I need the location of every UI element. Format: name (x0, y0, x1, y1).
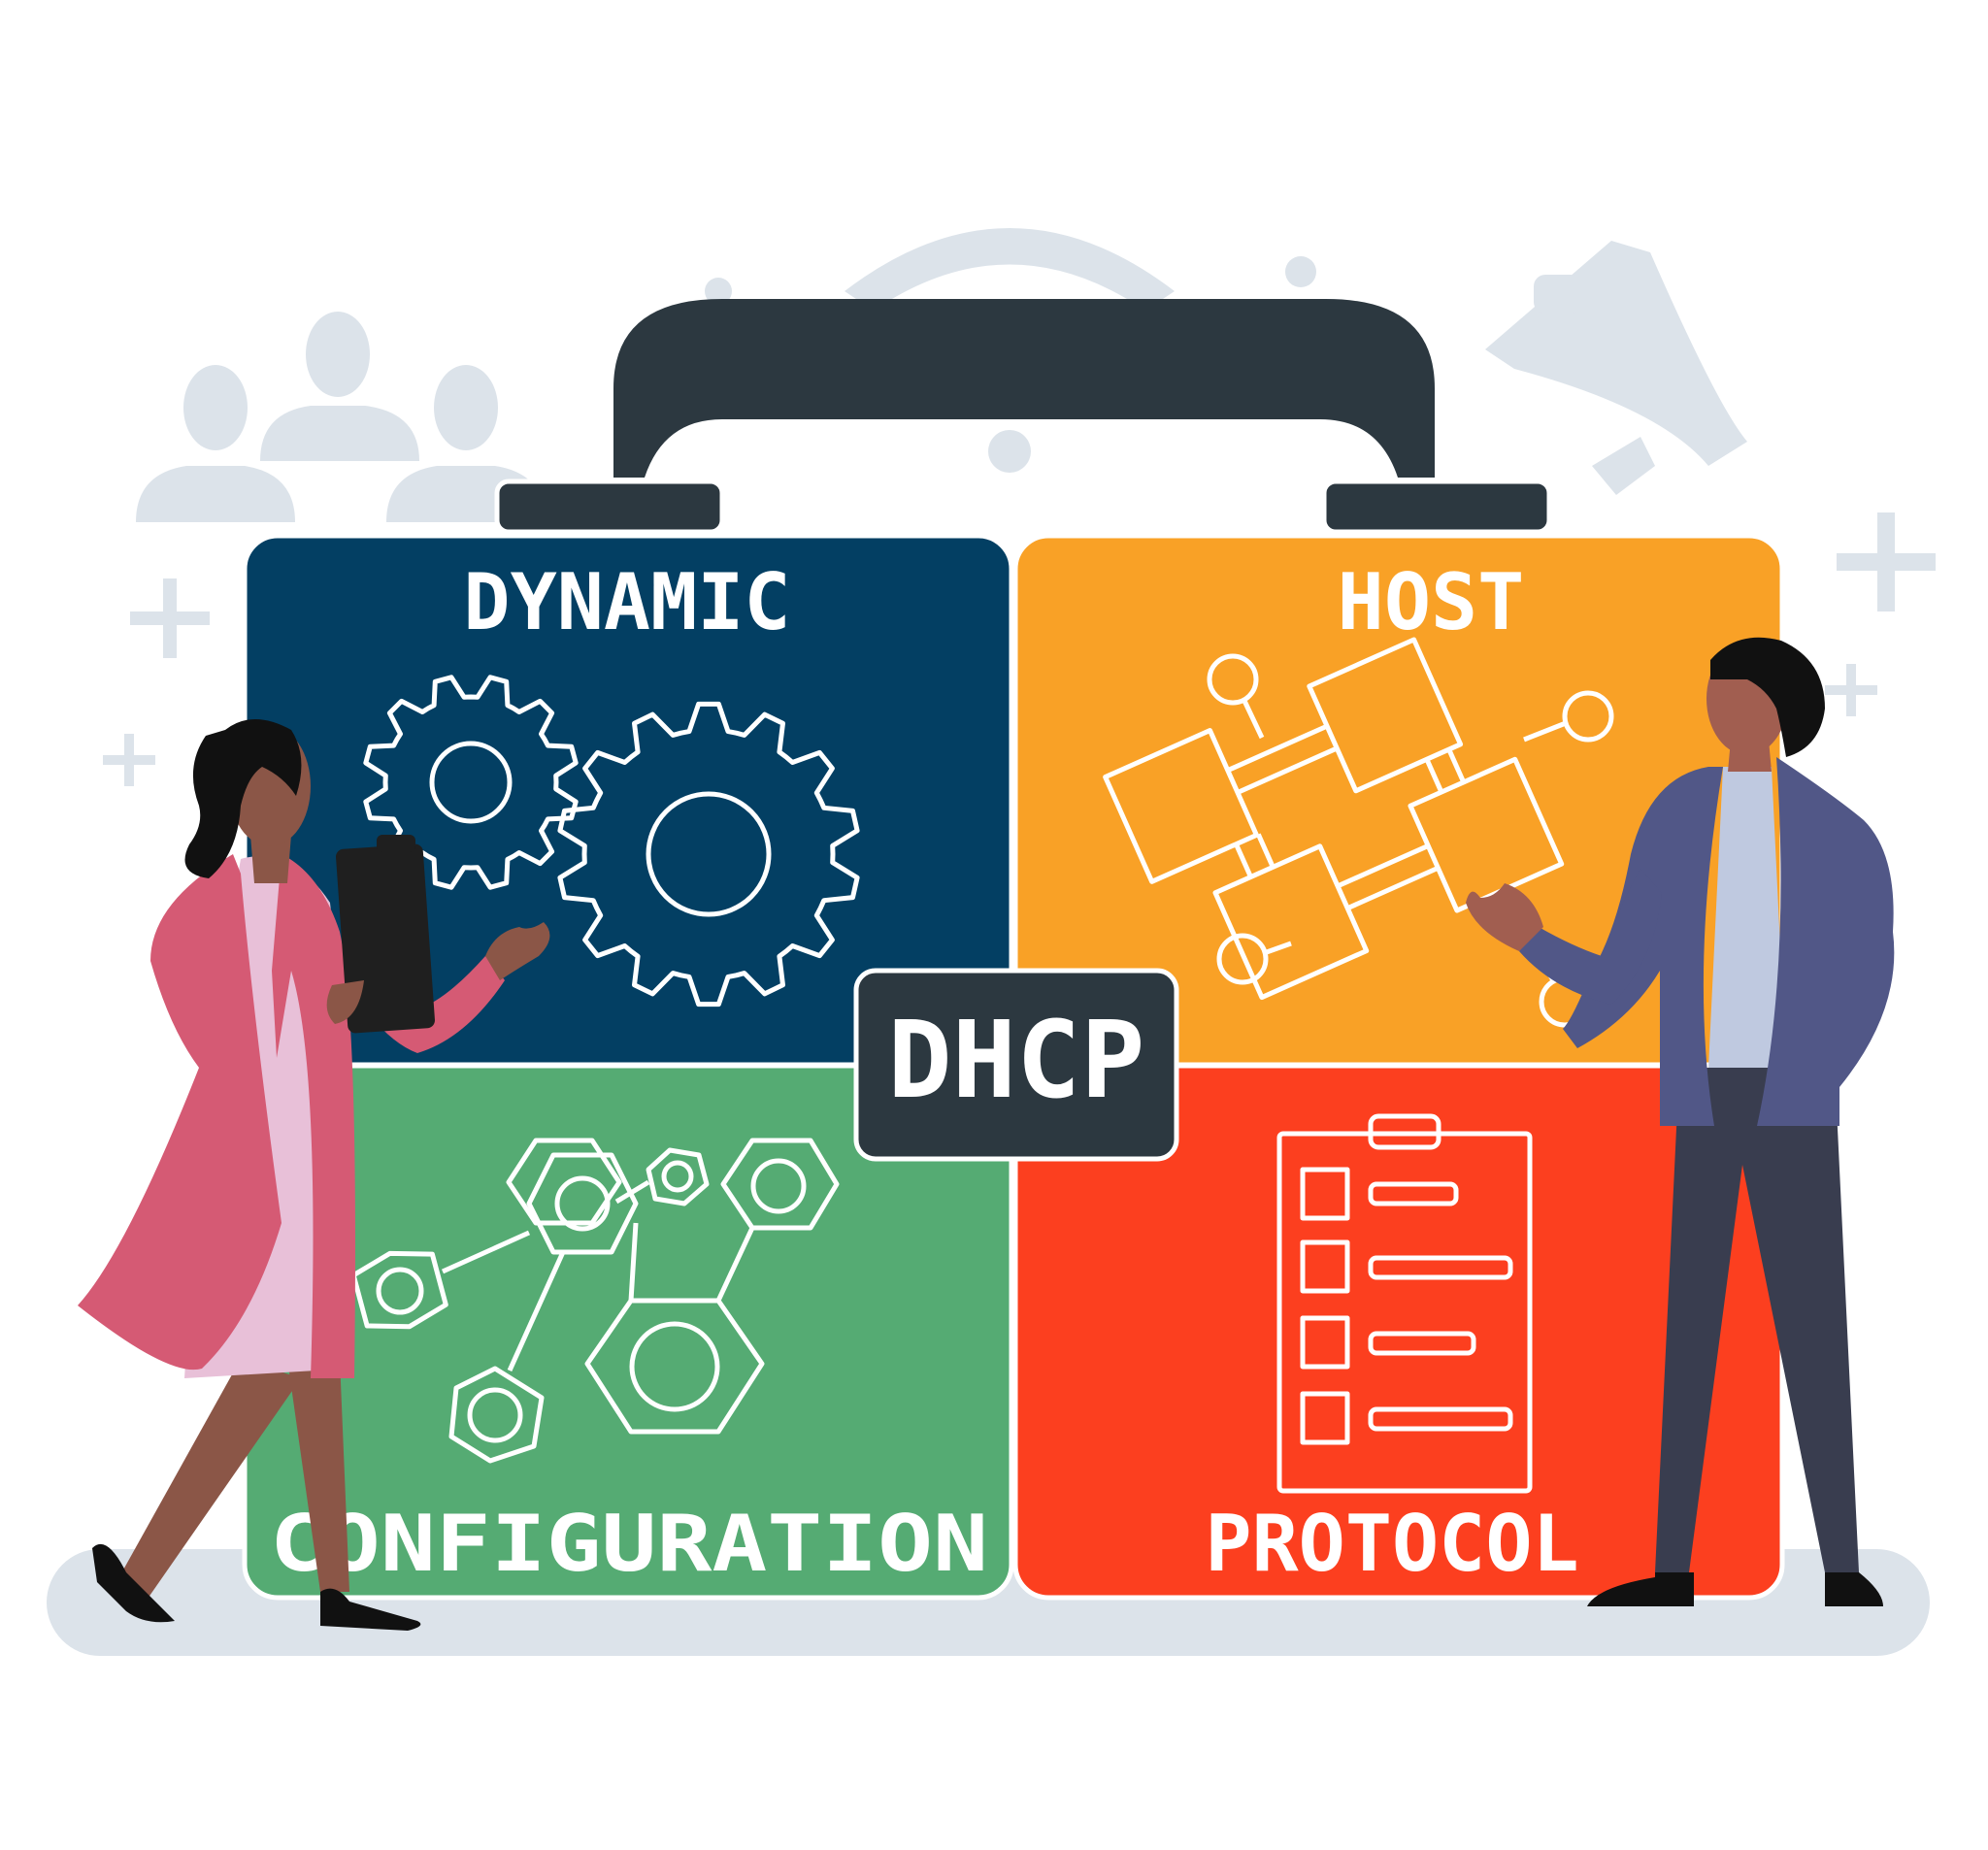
clipboard-checklist-icon (1276, 1113, 1533, 1494)
label-protocol: PROTOCOL (1205, 1499, 1578, 1589)
background-dot (1285, 256, 1316, 287)
badge-label-dhcp: DHCP (888, 998, 1145, 1122)
man-presenting-icon (1466, 637, 1895, 1606)
network-nodes-icon (1103, 637, 1614, 1028)
label-dynamic: DYNAMIC (463, 557, 790, 647)
gear-outline (363, 675, 579, 890)
woman-with-tablet-icon (78, 719, 550, 1631)
center-badge: DHCP (853, 968, 1179, 1162)
gears-icon (363, 675, 860, 1008)
background-dot (988, 430, 1031, 473)
background-arc (845, 228, 1175, 311)
label-configuration: CONFIGURATION (270, 1499, 988, 1589)
background-dot (705, 278, 732, 305)
sparkle-icon (1825, 664, 1877, 716)
sparkle-icon (103, 734, 155, 786)
label-host: HOST (1338, 557, 1525, 647)
molecule-structure-icon (350, 1138, 840, 1464)
briefcase-handle (494, 299, 1552, 535)
sparkle-icon (1837, 512, 1936, 611)
gear-outline (557, 701, 860, 1008)
people-group-icon (136, 312, 546, 522)
sparkle-icon (130, 578, 210, 658)
megaphone-icon (1485, 241, 1747, 495)
